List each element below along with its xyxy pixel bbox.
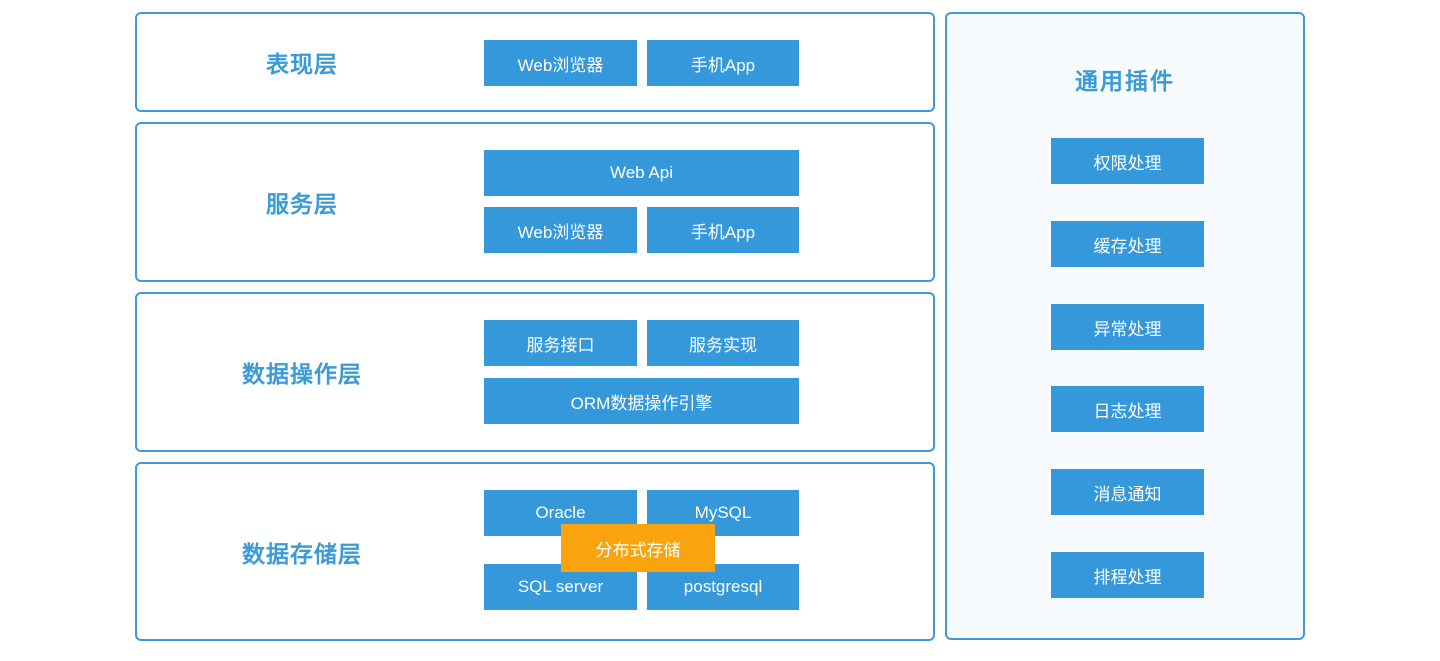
node-web-api: Web Api [484,150,799,196]
node-permission-handling: 权限处理 [1051,138,1204,184]
node-web-browser: Web浏览器 [484,207,637,253]
node-orm-engine: ORM数据操作引擎 [484,378,799,424]
layer-service-label: 服务层 [266,191,338,217]
node-distributed-storage: 分布式存储 [561,524,715,572]
node-postgresql: postgresql [647,564,799,610]
layer-data-operation: 数据操作层 服务接口 服务实现 ORM数据操作引擎 [135,292,935,452]
layer-data-storage: 数据存储层 Oracle MySQL SQL server postgresql… [135,462,935,641]
layer-presentation: 表现层 Web浏览器 手机App [135,12,935,112]
layer-data-operation-label: 数据操作层 [242,361,362,387]
node-log-handling: 日志处理 [1051,386,1204,432]
node-exception-handling: 异常处理 [1051,304,1204,350]
node-oracle: Oracle [484,490,637,536]
plugins-panel: 通用插件 权限处理 缓存处理 异常处理 日志处理 消息通知 排程处理 [945,12,1305,640]
node-schedule-handling: 排程处理 [1051,552,1204,598]
node-cache-handling: 缓存处理 [1051,221,1204,267]
node-mobile-app: 手机App [647,207,799,253]
node-sql-server: SQL server [484,564,637,610]
node-service-implementation: 服务实现 [647,320,799,366]
node-service-interface: 服务接口 [484,320,637,366]
plugins-panel-title: 通用插件 [1075,68,1175,94]
layer-service: 服务层 Web Api Web浏览器 手机App [135,122,935,282]
node-mobile-app: 手机App [647,40,799,86]
node-message-notification: 消息通知 [1051,469,1204,515]
layer-data-storage-label: 数据存储层 [242,540,362,567]
node-web-browser: Web浏览器 [484,40,637,86]
layer-presentation-label: 表现层 [266,51,338,77]
